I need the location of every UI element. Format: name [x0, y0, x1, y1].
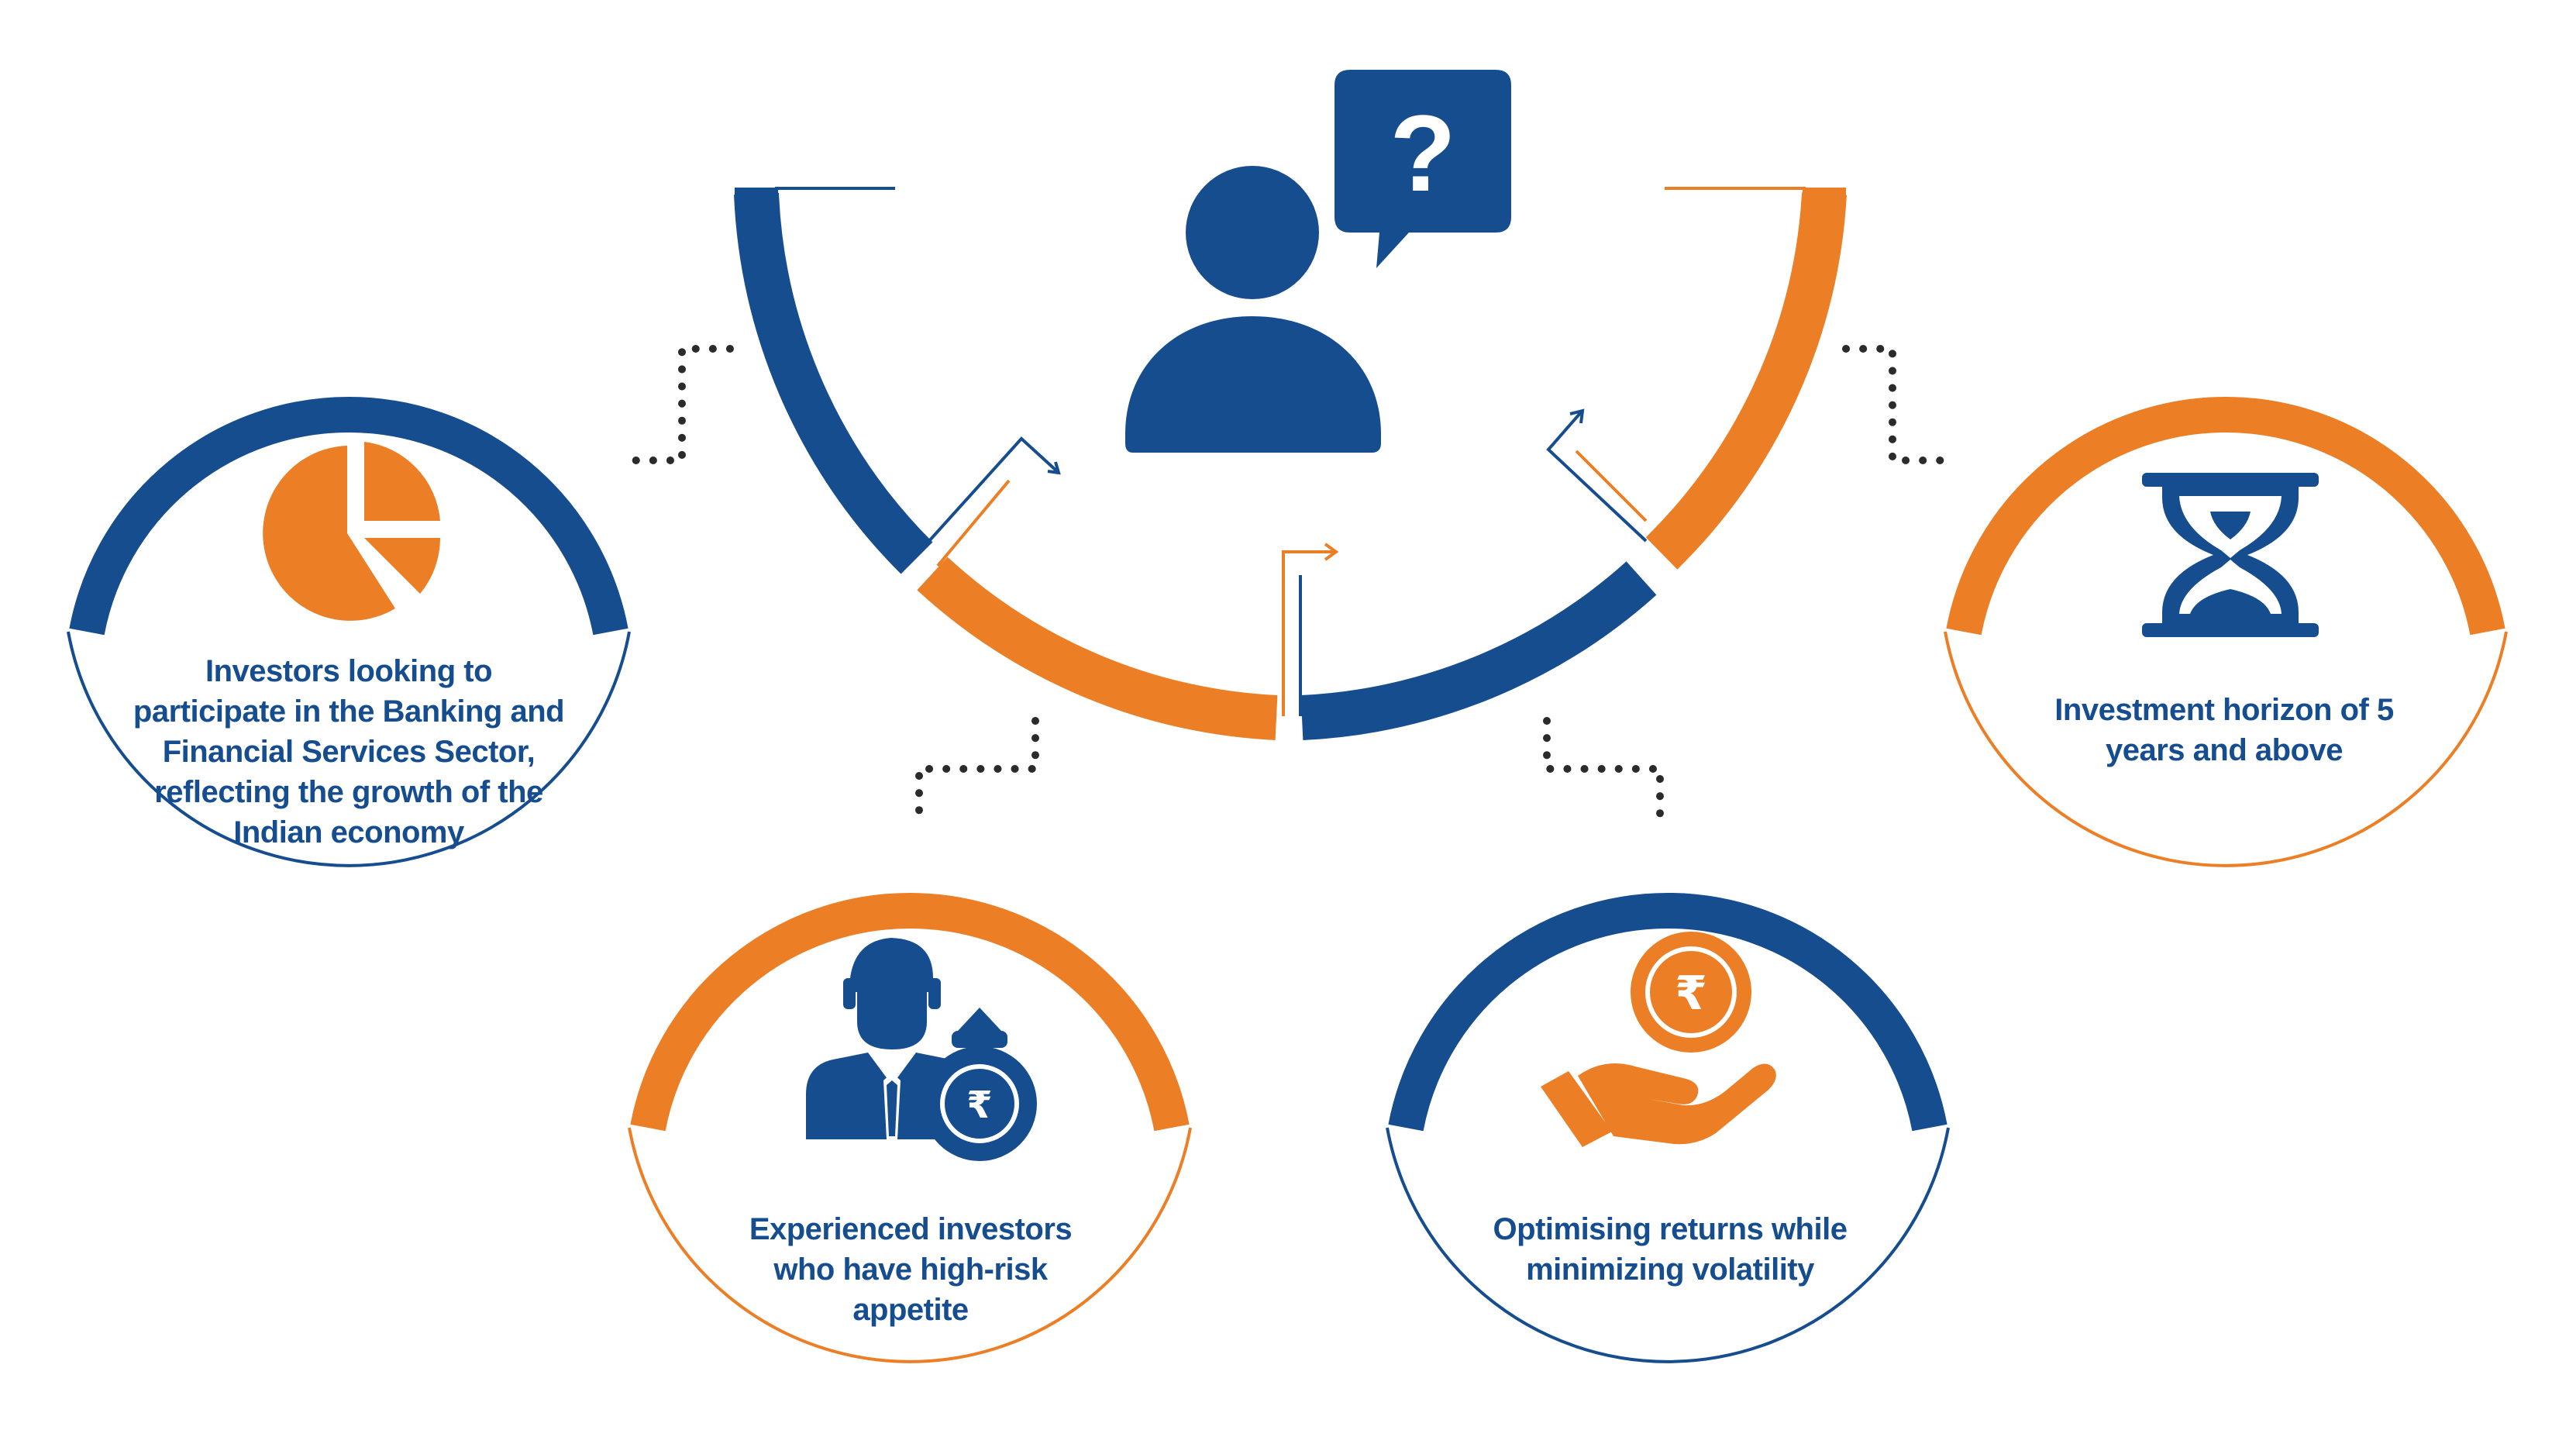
- node-ring-bottom: [1944, 631, 2508, 867]
- arc-segment-bottom-blue: [1300, 561, 1657, 740]
- rupee-coin-symbol: ₹: [1675, 967, 1707, 1021]
- central-arc: [734, 187, 1847, 740]
- node-horizon: [1944, 396, 2508, 867]
- investor-money-bag-icon: ₹: [806, 938, 1037, 1161]
- growth-arrow-left: [905, 436, 1061, 567]
- node-ring-top: [1946, 396, 2505, 636]
- node-ring-top: [69, 396, 629, 636]
- node-high-risk-text: Experienced investors who have high-risk…: [749, 1212, 1073, 1327]
- arc-segment-left-blue: [734, 192, 933, 574]
- node-ring-top: [630, 892, 1190, 1132]
- arc-segment-right-orange: [1645, 192, 1847, 570]
- hourglass-icon: [2142, 473, 2319, 637]
- node-returns-text: Optimising returns while minimizing vola…: [1493, 1212, 1848, 1287]
- person-question-icon: ?: [1125, 70, 1511, 453]
- growth-arrow-right: [1546, 408, 1648, 543]
- growth-arrow-center: [1282, 543, 1339, 716]
- connector-left: [630, 345, 734, 464]
- arc-segment-bottom-orange: [917, 556, 1278, 740]
- connector-bottom-left: [915, 717, 1039, 819]
- node-banking-sector: [67, 396, 631, 867]
- node-banking-sector-text: Investors looking to participate in the …: [133, 654, 565, 849]
- arc-cap-right: [1803, 188, 1846, 203]
- node-ring-bottom: [628, 1127, 1192, 1363]
- pie-chart-icon: [263, 442, 441, 621]
- node-returns: ₹: [1386, 892, 1950, 1363]
- rupee-symbol: ₹: [966, 1084, 992, 1127]
- node-horizon-text: Investment horizon of 5 years and above: [2054, 693, 2394, 767]
- dotted-connectors: [630, 345, 1951, 819]
- node-ring-bottom: [1386, 1127, 1950, 1363]
- node-high-risk: ₹: [628, 892, 1192, 1363]
- connector-right: [1842, 345, 1951, 464]
- node-ring-top: [1388, 892, 1947, 1132]
- question-mark: ?: [1390, 92, 1456, 214]
- connector-bottom-right: [1543, 717, 1664, 819]
- node-ring-bottom: [67, 631, 631, 867]
- hand-rupee-coin-icon: ₹: [1541, 932, 1776, 1147]
